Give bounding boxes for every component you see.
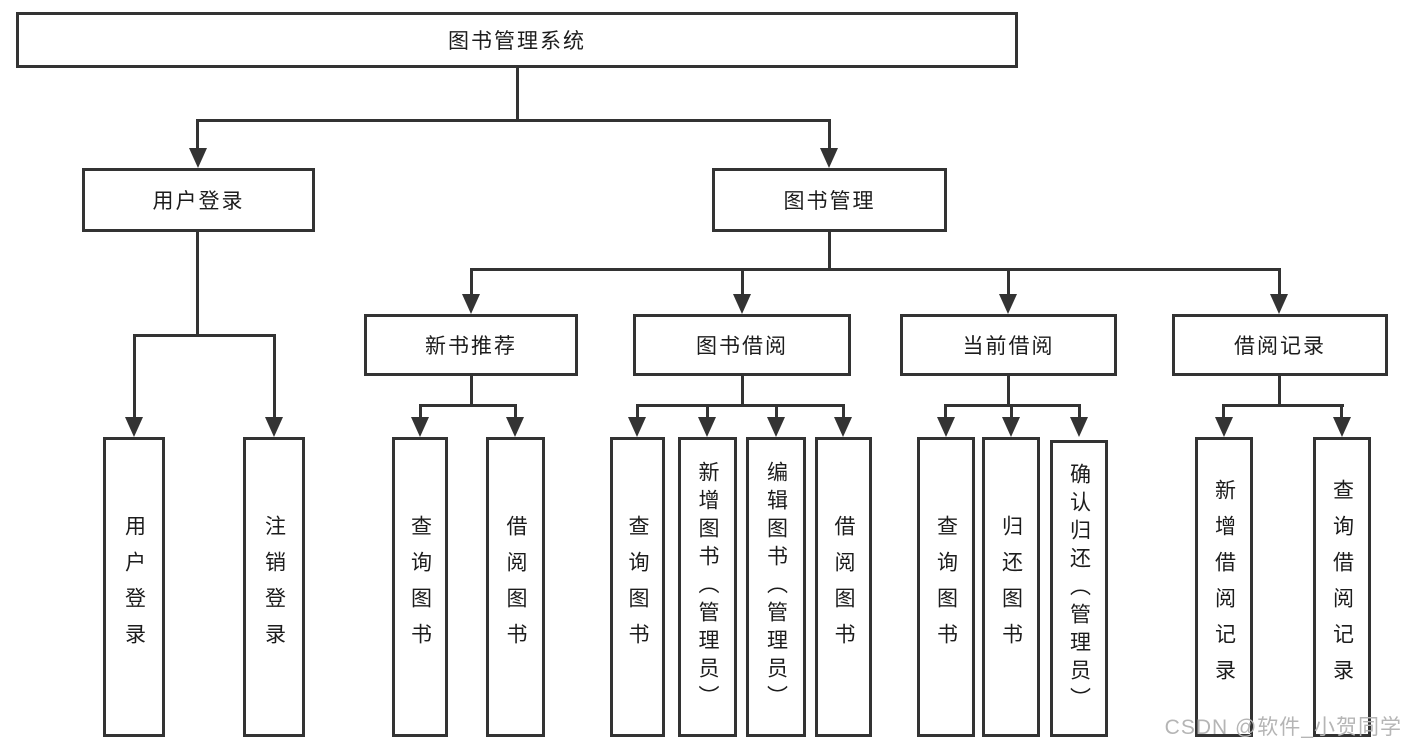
- arrow-down-icon: [1215, 417, 1233, 437]
- leaf-borrow-books-1: 借阅图书: [486, 437, 545, 737]
- connector-line: [273, 334, 276, 419]
- leaf-return-books: 归还图书: [982, 437, 1040, 737]
- node-label: 新增借阅记录: [1212, 479, 1236, 695]
- arrow-down-icon: [506, 417, 524, 437]
- node-user-login: 用户登录: [82, 168, 315, 232]
- node-book-management: 图书管理: [712, 168, 947, 232]
- connector-line: [741, 268, 744, 296]
- connector-line: [516, 68, 519, 121]
- connector-line: [1007, 376, 1010, 406]
- connector-line: [944, 404, 947, 419]
- arrow-down-icon: [1333, 417, 1351, 437]
- connector-line: [196, 119, 199, 150]
- node-label: 新书推荐: [425, 335, 517, 358]
- connector-line: [1078, 404, 1081, 419]
- node-label: 借阅图书: [832, 515, 855, 659]
- arrow-down-icon: [698, 417, 716, 437]
- leaf-add-books-admin: 新增图书（管理员）: [678, 437, 737, 737]
- connector-line: [197, 119, 831, 122]
- leaf-query-books-2: 查询图书: [610, 437, 665, 737]
- connector-line: [1340, 404, 1343, 419]
- node-label: 用户登录: [152, 190, 245, 213]
- connector-line: [470, 376, 473, 406]
- node-label: 图书管理系统: [448, 30, 586, 53]
- connector-line: [419, 404, 517, 407]
- node-label: 借阅记录: [1234, 335, 1326, 358]
- leaf-borrow-books-2: 借阅图书: [815, 437, 872, 737]
- arrow-down-icon: [265, 417, 283, 437]
- connector-line: [842, 404, 845, 419]
- leaf-query-borrow-record: 查询借阅记录: [1313, 437, 1371, 737]
- connector-line: [775, 404, 778, 419]
- connector-line: [133, 334, 276, 337]
- leaf-logout: 注销登录: [243, 437, 305, 737]
- connector-line: [636, 404, 845, 407]
- arrow-down-icon: [125, 417, 143, 437]
- node-new-book-recommend: 新书推荐: [364, 314, 578, 376]
- arrow-down-icon: [1070, 417, 1088, 437]
- node-borrow-records: 借阅记录: [1172, 314, 1388, 376]
- arrow-down-icon: [820, 148, 838, 168]
- arrow-down-icon: [767, 417, 785, 437]
- connector-line: [636, 404, 639, 419]
- leaf-user-login: 用户登录: [103, 437, 165, 737]
- leaf-add-borrow-record: 新增借阅记录: [1195, 437, 1253, 737]
- arrow-down-icon: [733, 294, 751, 314]
- arrow-down-icon: [1270, 294, 1288, 314]
- node-label: 图书管理: [783, 190, 876, 213]
- node-label: 编辑图书（管理员）: [764, 461, 788, 713]
- node-label: 查询图书: [408, 515, 432, 659]
- node-label: 用户登录: [122, 515, 146, 659]
- leaf-query-books-1: 查询图书: [392, 437, 448, 737]
- connector-line: [196, 232, 199, 336]
- connector-line: [1007, 268, 1010, 296]
- connector-line: [706, 404, 709, 419]
- node-label: 确认归还（管理员）: [1067, 462, 1091, 715]
- leaf-query-books-3: 查询图书: [917, 437, 975, 737]
- connector-line: [741, 376, 744, 406]
- node-root-system: 图书管理系统: [16, 12, 1018, 68]
- connector-line: [470, 268, 1281, 271]
- connector-line: [514, 404, 517, 419]
- node-label: 归还图书: [999, 515, 1023, 659]
- connector-line: [419, 404, 422, 419]
- arrow-down-icon: [999, 294, 1017, 314]
- arrow-down-icon: [189, 148, 207, 168]
- leaf-edit-books-admin: 编辑图书（管理员）: [746, 437, 806, 737]
- connector-line: [828, 232, 831, 270]
- connector-line: [828, 119, 831, 150]
- node-book-borrow: 图书借阅: [633, 314, 851, 376]
- arrow-down-icon: [937, 417, 955, 437]
- node-label: 借阅图书: [504, 515, 527, 659]
- connector-line: [1278, 376, 1281, 406]
- connector-line: [1010, 404, 1013, 419]
- node-label: 当前借阅: [962, 335, 1055, 358]
- connector-line: [133, 334, 136, 419]
- node-label: 查询图书: [934, 515, 958, 659]
- arrow-down-icon: [1002, 417, 1020, 437]
- arrow-down-icon: [628, 417, 646, 437]
- node-label: 注销登录: [262, 515, 286, 659]
- node-label: 图书借阅: [696, 335, 788, 358]
- node-label: 查询借阅记录: [1330, 479, 1354, 695]
- arrow-down-icon: [462, 294, 480, 314]
- arrow-down-icon: [834, 417, 852, 437]
- connector-line: [1222, 404, 1225, 419]
- connector-line: [1278, 268, 1281, 296]
- csdn-watermark: CSDN @软件_小贺同学: [1164, 716, 1402, 739]
- node-label: 新增图书（管理员）: [696, 461, 719, 713]
- leaf-confirm-return-admin: 确认归还（管理员）: [1050, 440, 1108, 737]
- connector-line: [470, 268, 473, 296]
- arrow-down-icon: [411, 417, 429, 437]
- node-current-borrow: 当前借阅: [900, 314, 1117, 376]
- connector-line: [1222, 404, 1344, 407]
- node-label: 查询图书: [626, 515, 649, 659]
